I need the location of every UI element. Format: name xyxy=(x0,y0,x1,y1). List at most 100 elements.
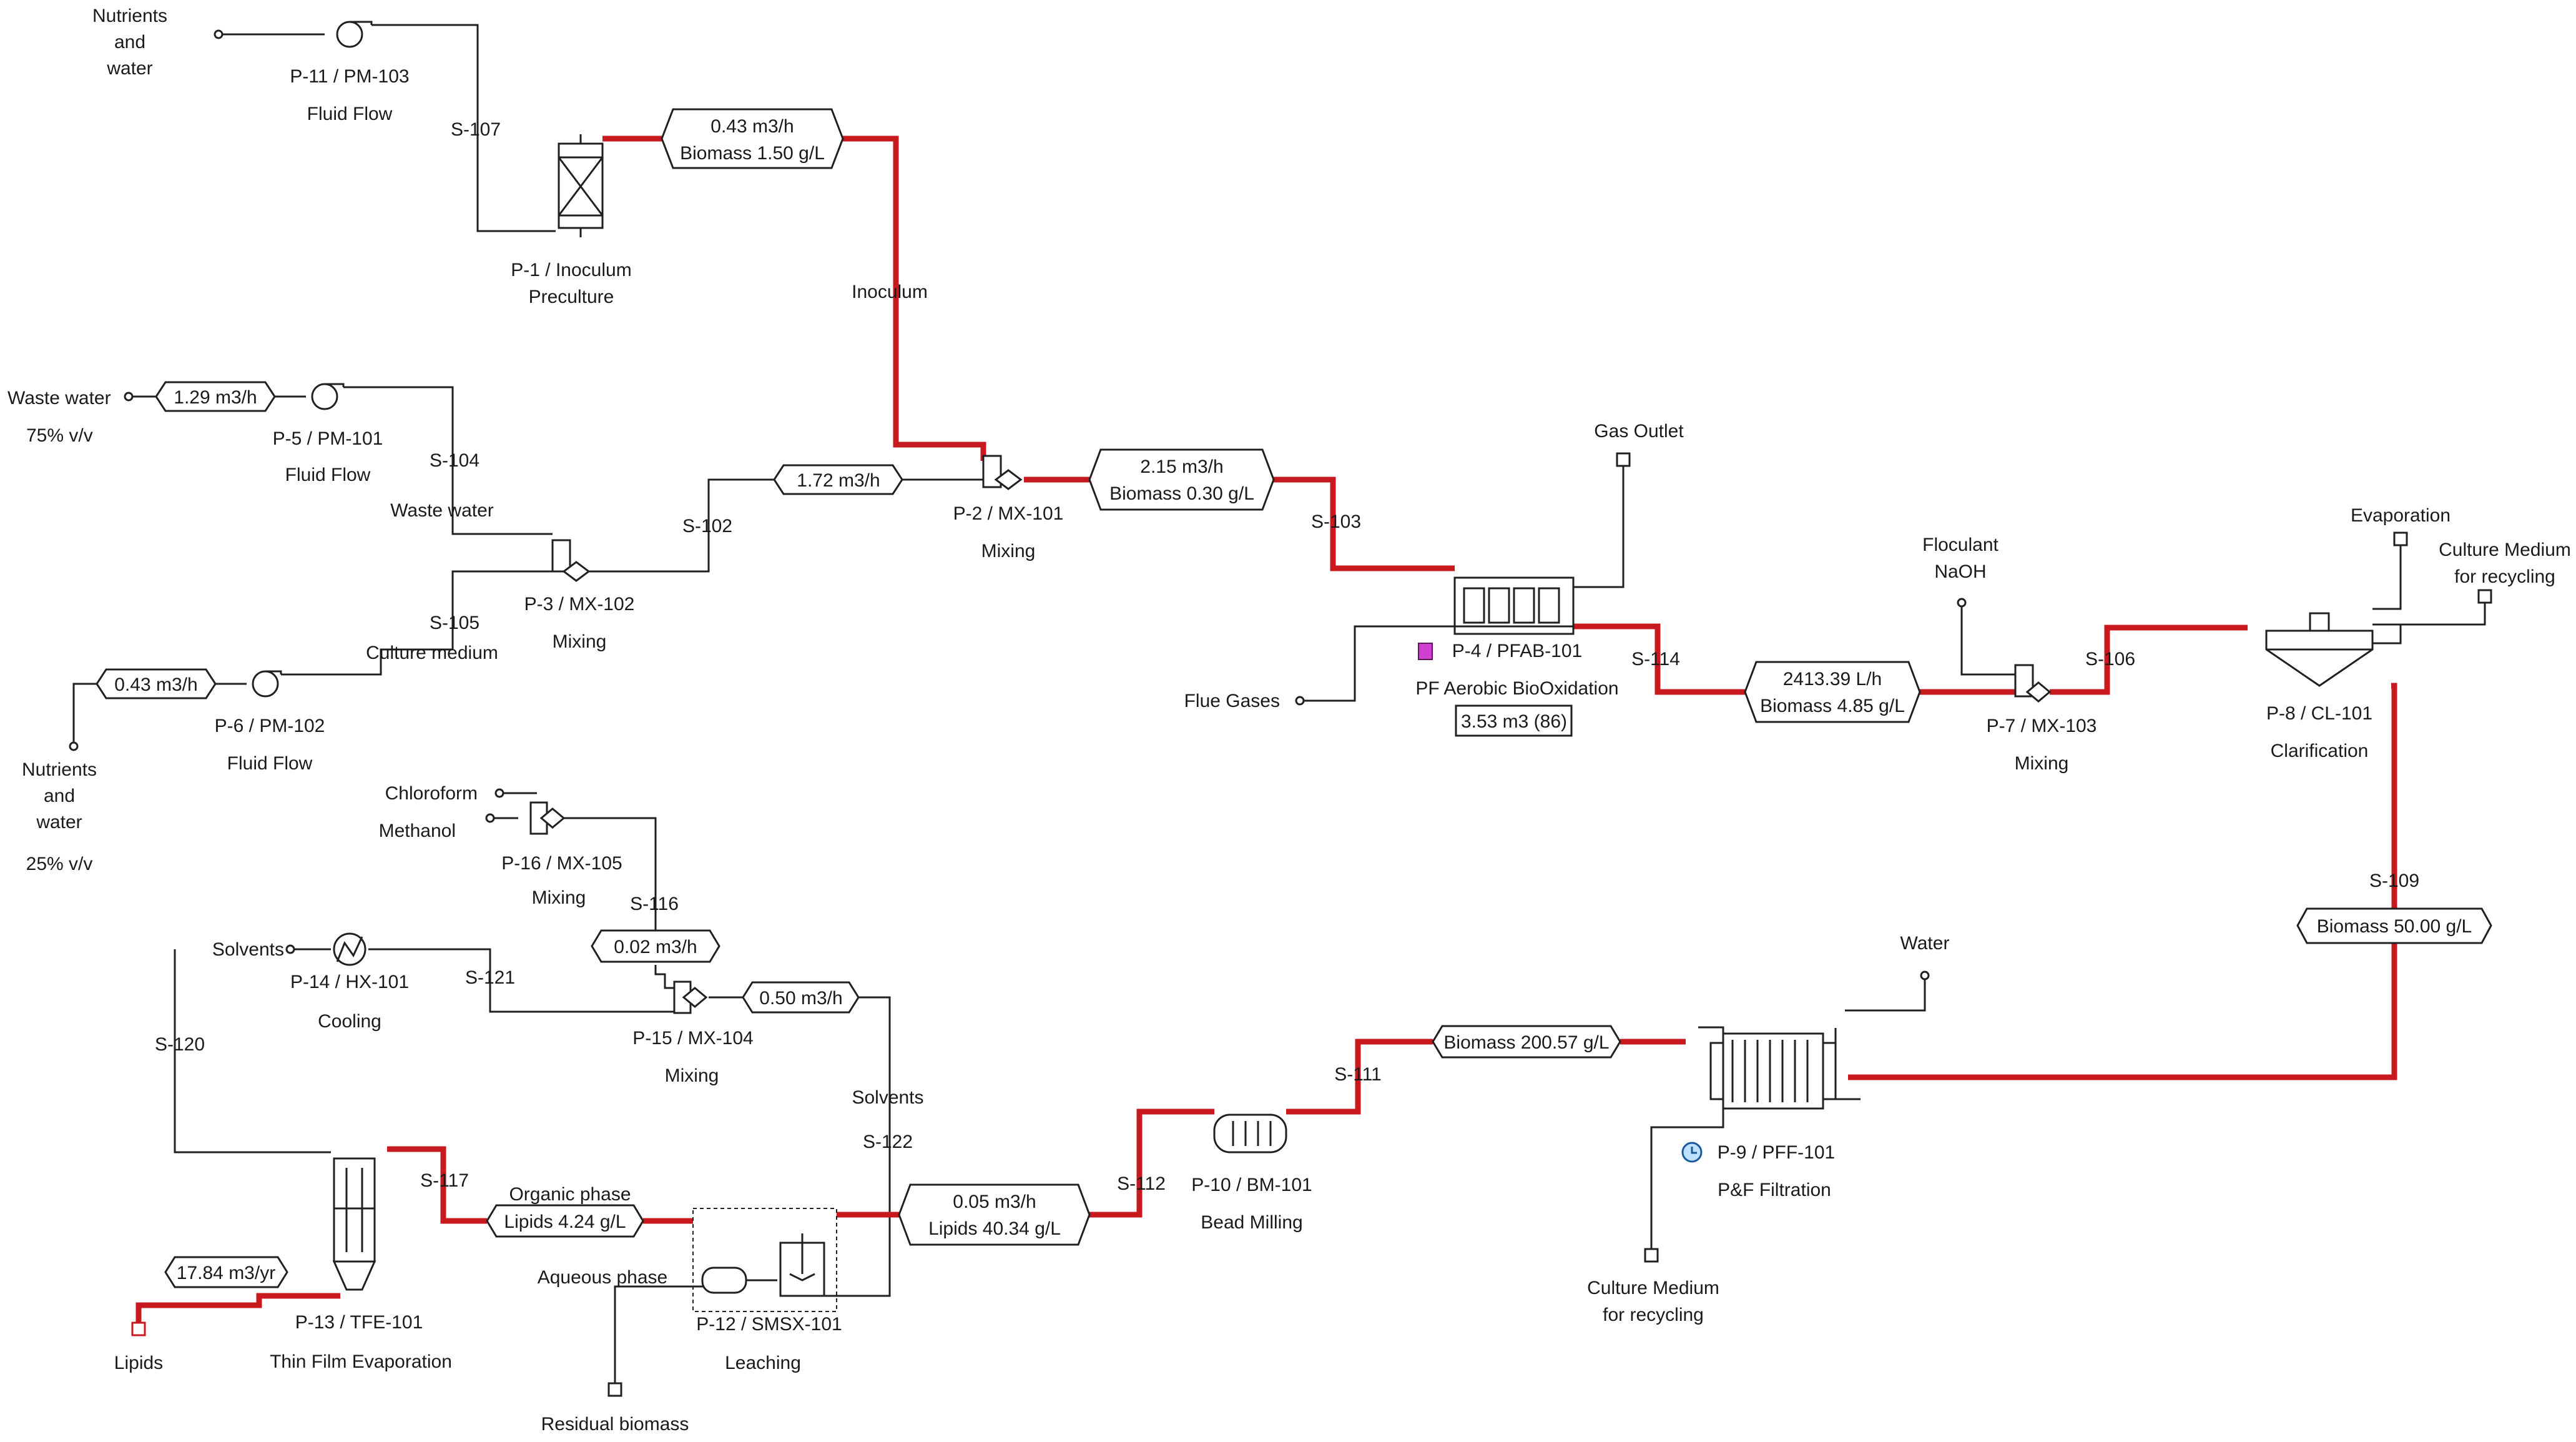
p9-filter-icon[interactable] xyxy=(1709,1032,1837,1110)
line-p9-water-manifold[interactable] xyxy=(1834,1028,1861,1100)
p8-tag: P-8 / CL-101 xyxy=(2266,703,2372,724)
line-evaporation[interactable] xyxy=(2372,545,2402,610)
line-flue-gases[interactable] xyxy=(1300,625,1455,702)
p6-pump-icon[interactable] xyxy=(252,670,282,698)
residual-biomass-label: Residual biomass xyxy=(541,1414,689,1435)
tag-s103[interactable] xyxy=(1088,448,1275,511)
tag-inoculum-out[interactable] xyxy=(661,108,844,169)
p13-tag: P-13 / TFE-101 xyxy=(295,1312,423,1333)
tag-s117[interactable] xyxy=(486,1204,644,1238)
solvents-source-label: Solvents xyxy=(212,939,284,960)
stream-s114-label: S-114 xyxy=(1631,649,1680,669)
outlet-lipids-icon xyxy=(131,1321,146,1336)
line-s102-a[interactable] xyxy=(584,478,774,573)
tag-s111[interactable] xyxy=(1432,1025,1621,1059)
utility-streams xyxy=(72,24,2486,1390)
water-label: Water xyxy=(1900,933,1950,954)
p16-mixer-icon[interactable] xyxy=(529,801,566,835)
p7-mixer-icon[interactable] xyxy=(2014,664,2052,703)
nutrients-top-line-1: Nutrients xyxy=(92,6,167,26)
stream-culture-medium-label: Culture medium xyxy=(366,643,498,663)
p9-tag: P-9 / PFF-101 xyxy=(1718,1142,1835,1163)
nutrients-bottom-line-1: Nutrients xyxy=(22,759,97,780)
stream-s117-label: S-117 xyxy=(420,1170,469,1191)
nutrients-water-fraction: 25% v/v xyxy=(26,854,93,874)
line-p6-out[interactable] xyxy=(281,648,453,676)
line-s120[interactable] xyxy=(174,949,331,1153)
tag-waste-water[interactable] xyxy=(155,381,276,412)
lipids-out-flow: 17.84 m3/yr xyxy=(177,1263,275,1283)
line-water-in[interactable] xyxy=(1845,979,1926,1012)
line-floculant[interactable] xyxy=(1960,603,2015,676)
p12-leaching-unit-icon[interactable] xyxy=(692,1208,837,1312)
tag-nutrients[interactable] xyxy=(96,668,217,699)
p7-tag: P-7 / MX-103 xyxy=(1987,716,2097,736)
line-s109-b[interactable] xyxy=(1848,943,2397,1080)
p1-desc: Preculture xyxy=(529,287,614,307)
tag-s102[interactable] xyxy=(773,464,903,495)
line-s121[interactable] xyxy=(368,948,674,1013)
s114-flow: 2413.39 L/h xyxy=(1783,669,1882,689)
line-s103[interactable] xyxy=(1274,477,1455,571)
line-inoculum[interactable] xyxy=(843,136,986,461)
tag-s114[interactable] xyxy=(1744,661,1921,723)
line-lipids-out[interactable] xyxy=(135,1293,340,1327)
nutrients-top-line-2: and xyxy=(114,32,145,52)
source-waste-water-icon xyxy=(124,392,134,402)
line-s106[interactable] xyxy=(2050,625,2248,695)
p8-clarifier-icon[interactable] xyxy=(2265,612,2374,687)
line-s105[interactable] xyxy=(451,570,553,649)
line-s116-a[interactable] xyxy=(559,817,657,931)
p11-desc: Fluid Flow xyxy=(307,104,393,124)
p14-heat-exchanger-icon[interactable] xyxy=(333,932,366,966)
outlet-gas-icon xyxy=(1616,452,1631,467)
p3-desc: Mixing xyxy=(553,631,607,652)
line-s111-b[interactable] xyxy=(1286,1039,1433,1115)
line-s109-a[interactable] xyxy=(2391,683,2397,909)
line-s122[interactable] xyxy=(809,996,891,1297)
tag-lipids-out[interactable] xyxy=(164,1256,288,1288)
p2-mixer-icon[interactable] xyxy=(982,455,1023,490)
p11-pump-icon[interactable] xyxy=(336,21,373,48)
p13-evaporator-icon[interactable] xyxy=(332,1157,376,1291)
p9-clock-icon[interactable] xyxy=(1681,1142,1703,1163)
line-nutrients-bottom-in[interactable] xyxy=(72,683,97,746)
line-s117[interactable] xyxy=(387,1146,487,1224)
line-s116-b[interactable] xyxy=(654,965,674,989)
lipids-outlet-label: Lipids xyxy=(114,1353,163,1373)
culture-medium-2-label-2: for recycling xyxy=(1603,1305,1704,1325)
source-methanol-icon xyxy=(485,813,495,823)
p2-desc: Mixing xyxy=(981,541,1036,561)
p3-mixer-icon[interactable] xyxy=(551,539,591,582)
p4-document-icon[interactable] xyxy=(1418,643,1433,660)
outlet-culture-medium-2-icon xyxy=(1644,1248,1659,1263)
tag-s112[interactable] xyxy=(898,1183,1091,1246)
p10-bead-mill-icon[interactable] xyxy=(1213,1114,1287,1153)
stream-s106-label: S-106 xyxy=(2085,649,2135,669)
p4-desc: PF Aerobic BioOxidation xyxy=(1415,678,1618,699)
p5-pump-icon[interactable] xyxy=(311,383,345,410)
p1-inoculum-reactor-icon[interactable] xyxy=(558,134,604,237)
line-s114-a[interactable] xyxy=(1573,623,1745,695)
line-p8-vent[interactable] xyxy=(2372,623,2402,644)
source-nutrients-bottom-icon xyxy=(69,741,79,751)
tag-s122[interactable] xyxy=(742,981,860,1014)
evaporation-label: Evaporation xyxy=(2351,505,2451,526)
p10-tag: P-10 / BM-101 xyxy=(1191,1175,1312,1195)
p15-mixer-icon[interactable] xyxy=(673,980,708,1014)
stream-s109-label: S-109 xyxy=(2369,871,2419,891)
line-s107[interactable] xyxy=(371,24,556,232)
line-residual-biomass[interactable] xyxy=(614,1285,712,1390)
tag-s109[interactable] xyxy=(2296,907,2492,944)
main-streams xyxy=(135,136,2397,1327)
labels: Nutrients and water Waste water 75% v/v … xyxy=(7,6,2571,1435)
line-s104[interactable] xyxy=(343,386,553,535)
line-culture-medium-1[interactable] xyxy=(2401,600,2486,626)
stream-s122-label: S-122 xyxy=(863,1132,913,1152)
nutrients-flow: 0.43 m3/h xyxy=(114,674,197,695)
source-chloroform-icon xyxy=(494,788,504,798)
line-gas-outlet[interactable] xyxy=(1573,461,1625,588)
tag-s116[interactable] xyxy=(591,929,720,963)
p4-bioreactor-icon[interactable] xyxy=(1453,576,1575,635)
line-s112-a[interactable] xyxy=(1089,1109,1214,1218)
